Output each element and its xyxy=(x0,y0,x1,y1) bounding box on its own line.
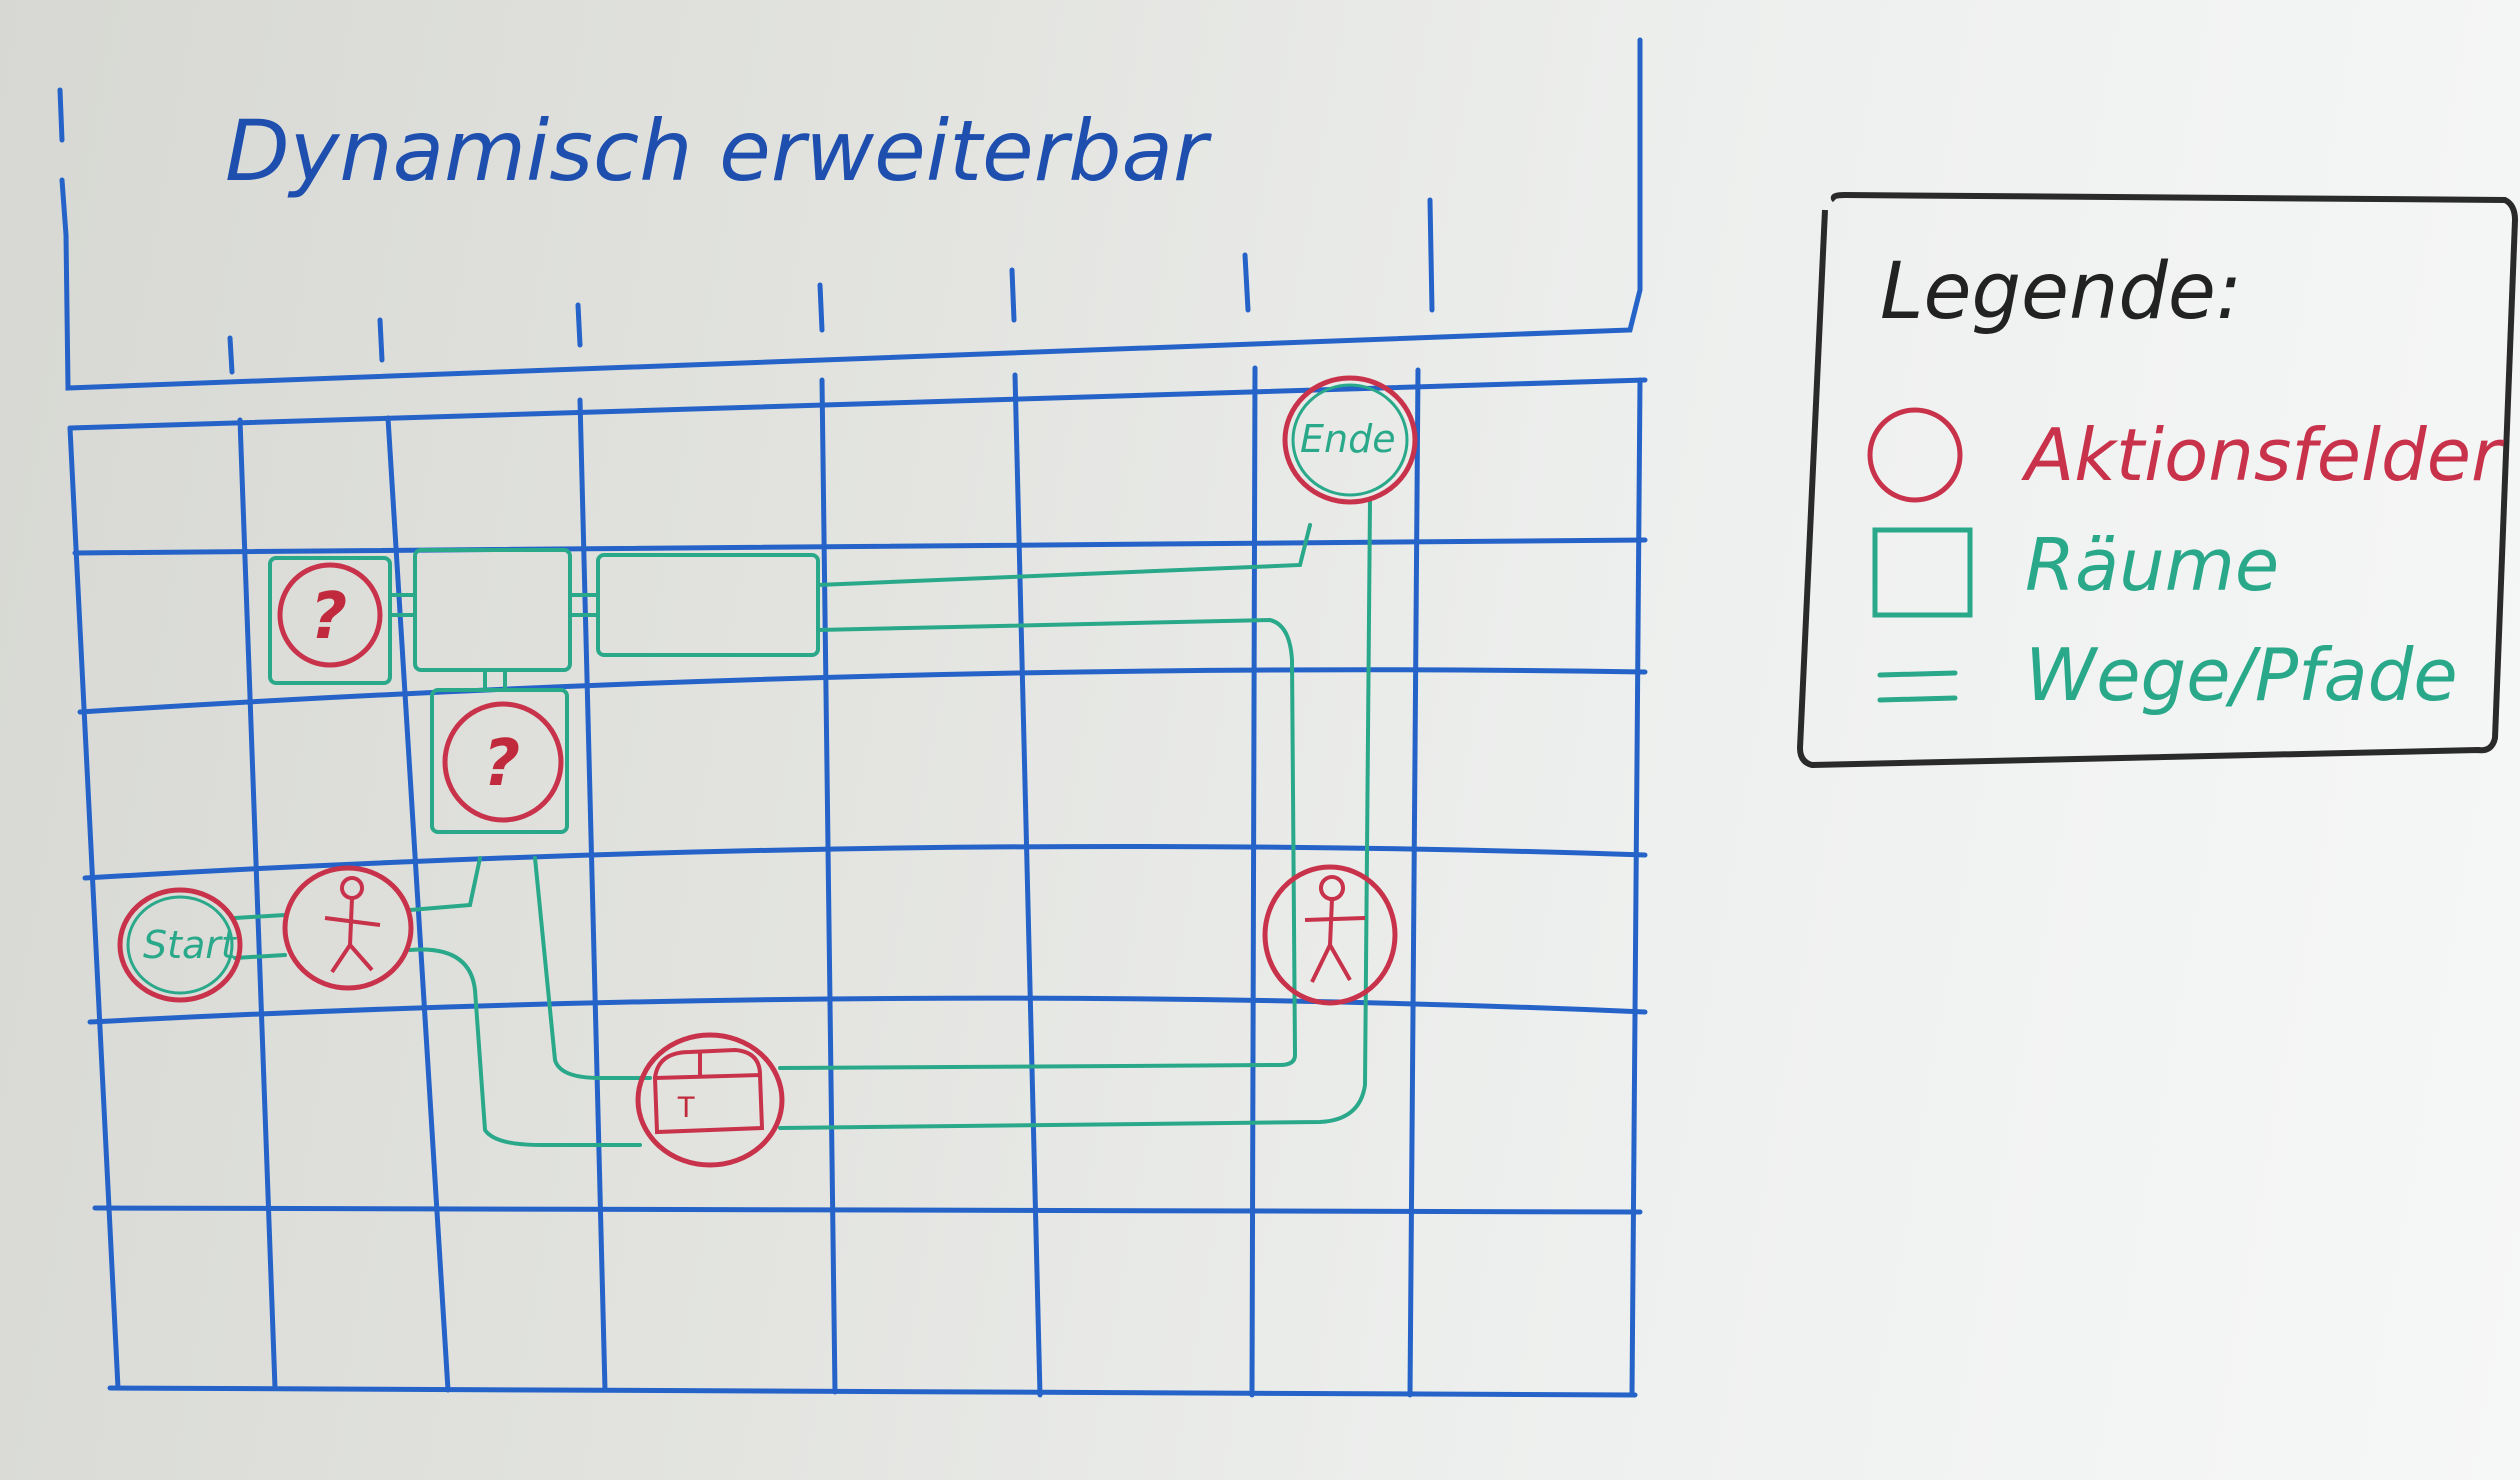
question-field-1 xyxy=(277,562,383,668)
question-mark-1: ? xyxy=(310,580,347,654)
person-icon xyxy=(1304,875,1366,983)
legend-label-action: Aktionsfelder xyxy=(2021,413,2505,497)
start-field xyxy=(117,887,243,1003)
room-question-2 xyxy=(430,688,569,834)
start-label: Start xyxy=(143,923,238,967)
question-mark-2: ? xyxy=(483,727,520,801)
chest-icon xyxy=(652,1047,765,1135)
person-icon xyxy=(324,876,381,974)
expansion-bracket xyxy=(57,37,1643,391)
paths xyxy=(233,498,1372,1147)
legend-title: Legende: xyxy=(1880,247,2242,337)
square-icon xyxy=(1872,527,1973,618)
room-question-1 xyxy=(268,556,392,685)
treasure-field xyxy=(635,1032,785,1168)
board-title: Dynamisch erweiterbar xyxy=(225,102,1212,200)
question-field-2 xyxy=(442,701,564,823)
rooms xyxy=(268,548,820,834)
game-grid xyxy=(67,365,1648,1398)
double-line-icon xyxy=(1877,670,1958,703)
legend-label-rooms: Räume xyxy=(2025,523,2279,607)
legend-label-paths: Wege/Pfade xyxy=(2025,633,2458,717)
room-2 xyxy=(413,548,572,672)
chest-letter: T xyxy=(677,1091,695,1124)
end-label: Ende xyxy=(1300,417,1396,461)
legend-frame xyxy=(1797,192,2518,768)
legend: Legende: Aktionsfelder Räume Wege/Pfade xyxy=(1797,192,2518,768)
person-field-2 xyxy=(1262,864,1398,1006)
action-fields xyxy=(117,375,1418,1168)
circle-icon xyxy=(1867,407,1963,503)
end-field xyxy=(1282,375,1418,505)
room-3 xyxy=(596,553,820,657)
person-field-1 xyxy=(282,865,414,991)
